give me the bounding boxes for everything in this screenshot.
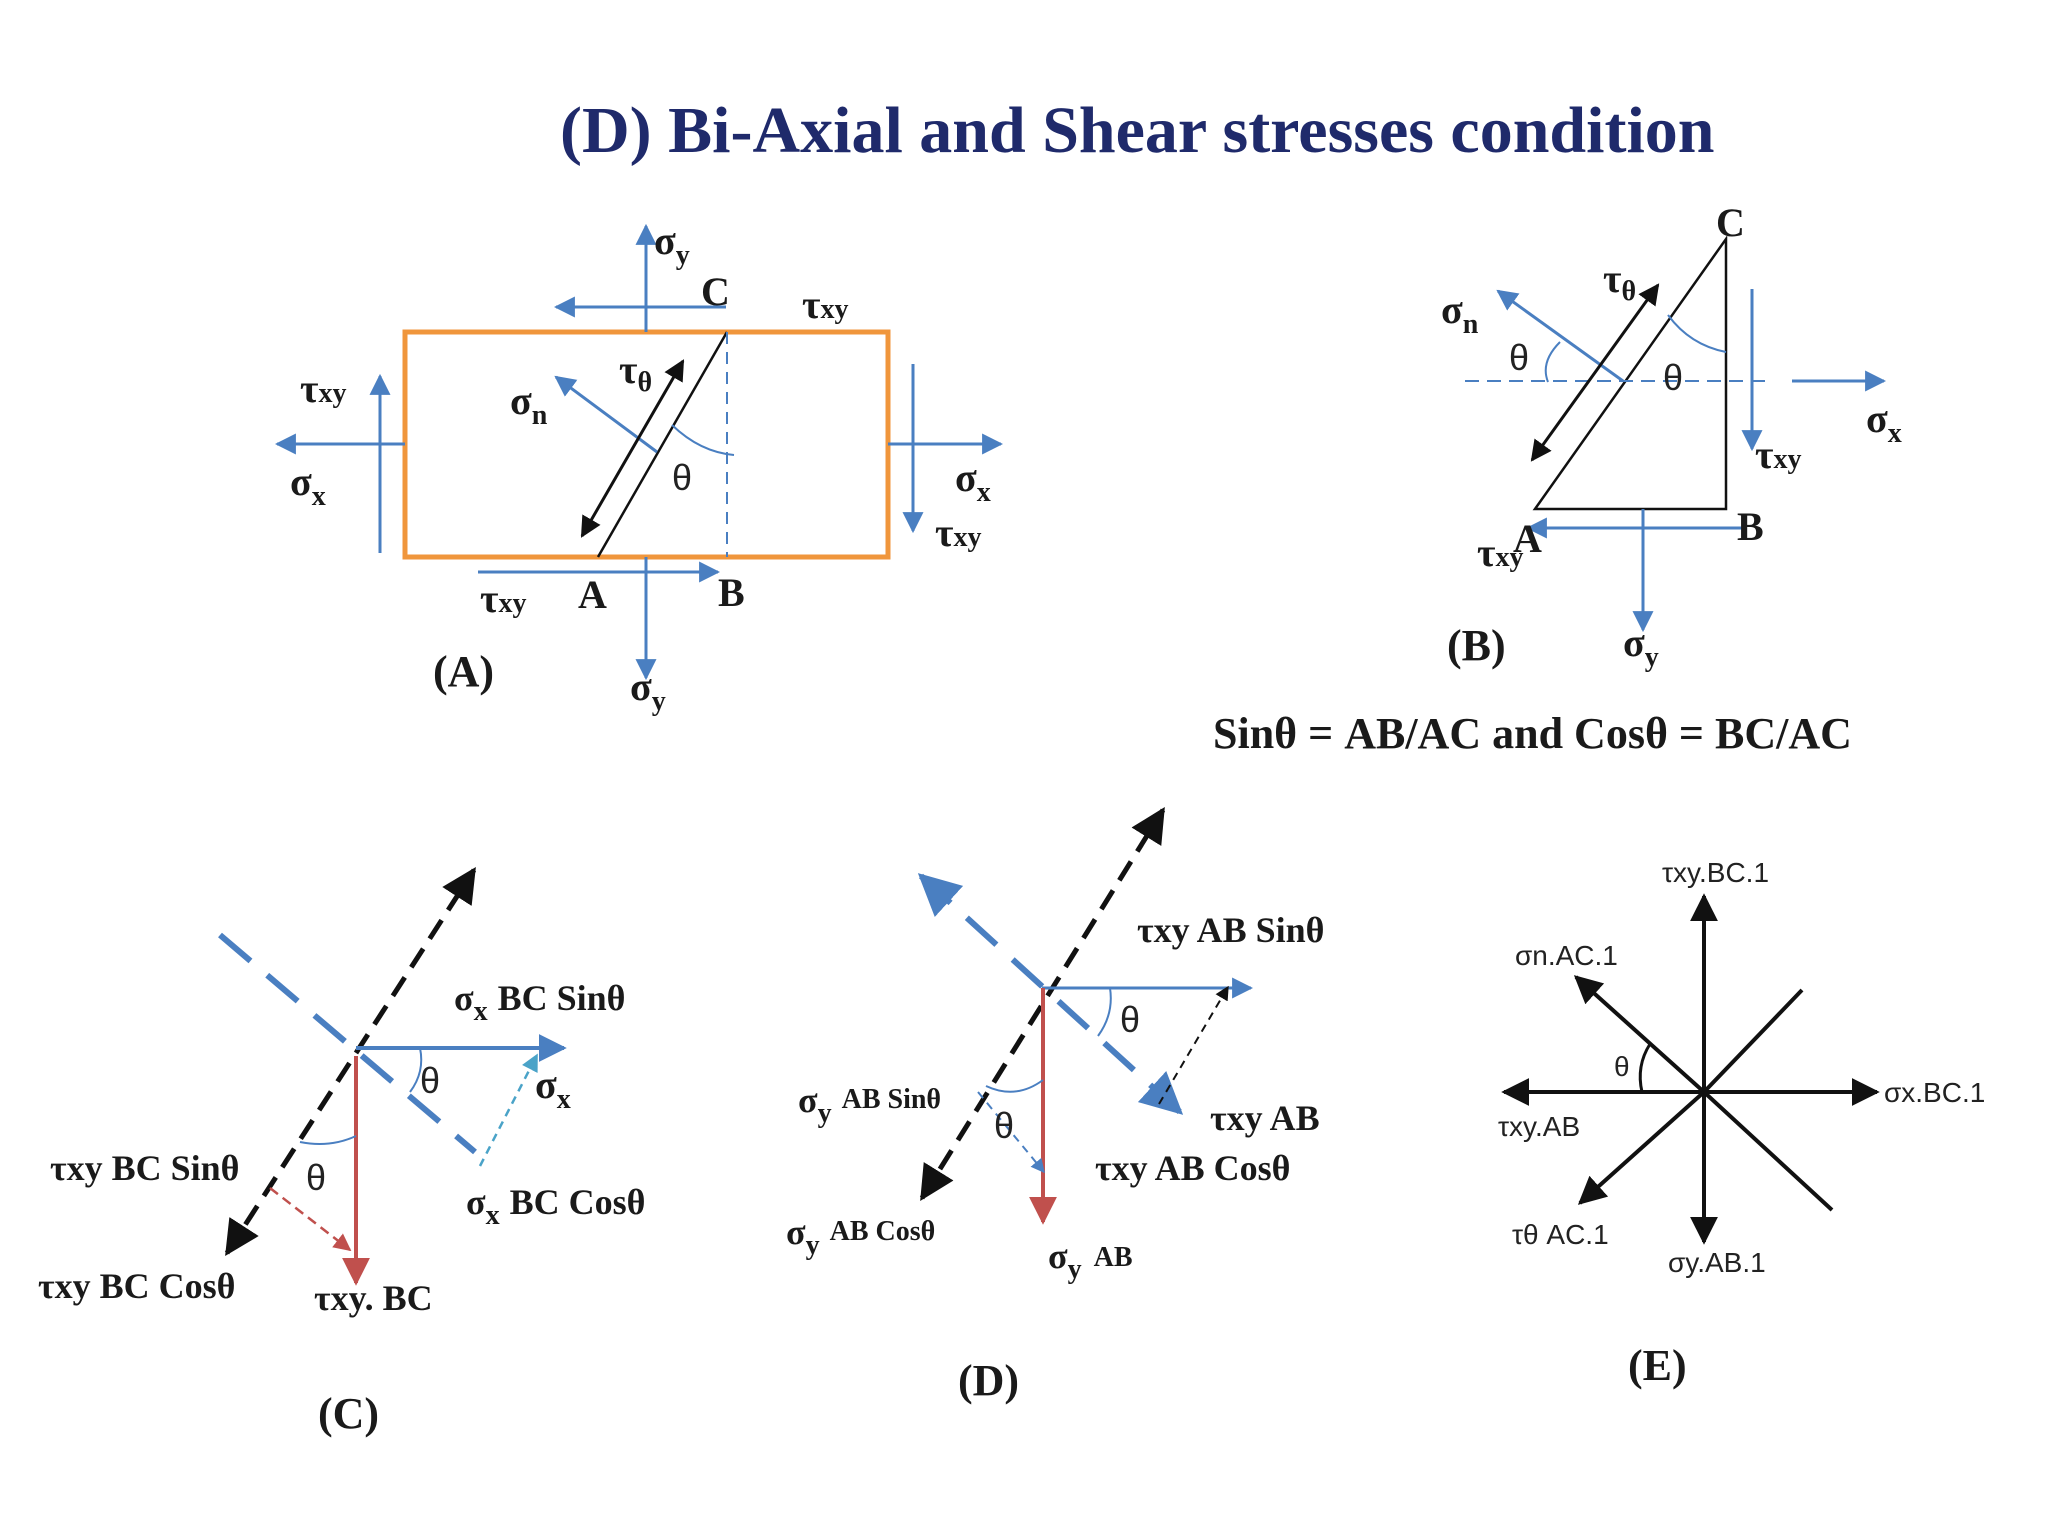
txy-ab-sin-label: τxy AB Sinθ [1137, 910, 1324, 950]
label-top: τxy.BC.1 [1662, 857, 1769, 888]
sigma-y-top-label: σy [654, 218, 690, 271]
txy-bc-sin-label: τxy BC Sinθ [50, 1148, 239, 1188]
panel-e: τxy.BC.1 σn.AC.1 θ σx.BC.1 τxy.AB τθ AC.… [1498, 857, 1985, 1390]
theta-arc-lower [985, 1079, 1044, 1093]
label-a-point: A [1513, 516, 1542, 561]
tau-xy-right-label: τxy [935, 510, 981, 555]
theta-upper-label: θ [420, 1060, 440, 1101]
label-c-point: C [701, 269, 730, 314]
sigma-x-label: σx [535, 1062, 571, 1115]
theta-arc-top [1667, 314, 1727, 353]
lower-left-arrow [1577, 1090, 1706, 1205]
plane-dashed-arrow [919, 807, 1166, 1201]
theta-lower-label: θ [306, 1157, 326, 1198]
txy-bc-label: τxy. BC [314, 1278, 433, 1318]
label-b-point: B [718, 570, 745, 615]
theta-arc [671, 424, 735, 456]
sigma-x-right-label: σx [955, 455, 991, 508]
plane-dashed-arrow [224, 867, 477, 1256]
theta-label: θ [1614, 1051, 1630, 1082]
caption-e: (E) [1628, 1341, 1687, 1390]
theta-arc-upper [1097, 987, 1112, 1037]
caption-d: (D) [958, 1356, 1019, 1405]
txy-bc-cos-label: τxy BC Cosθ [38, 1266, 235, 1306]
label-bottom: σy.AB.1 [1668, 1247, 1766, 1278]
label-b-point: B [1737, 504, 1764, 549]
txy-ab-label: τxy AB [1210, 1098, 1320, 1138]
tau-xy-bottom-label: τxy [1477, 530, 1523, 575]
label-lower-left: τθ AC.1 [1512, 1219, 1609, 1250]
sigma-x-label: σx [1866, 396, 1902, 449]
txy-ab-cos-label: τxy AB Cosθ [1095, 1148, 1290, 1188]
black-dashed-component [1158, 985, 1229, 1105]
sigma-n-label: σn [510, 378, 548, 431]
caption-a: (A) [433, 647, 494, 696]
tau-xy-left-label: τxy [300, 366, 346, 411]
tau-xy-right-label: τxy [1755, 432, 1801, 477]
sigma-y-label: σy [1623, 620, 1659, 673]
theta-arc-lower [299, 1135, 357, 1145]
label-left: τxy.AB [1498, 1111, 1580, 1142]
label-right: σx.BC.1 [1884, 1077, 1985, 1108]
theta-lower-label: θ [994, 1105, 1014, 1146]
tau-theta-double-arrow [1530, 283, 1660, 462]
trig-formula: Sinθ = AB/AC and Cosθ = BC/AC [1213, 709, 1852, 758]
theta-arc-left [1544, 341, 1561, 383]
tau-theta-double-arrow [580, 359, 685, 538]
panel-a: σy A C τxy τxy σx σn τθ θ σx τxy τxy A B… [274, 218, 1004, 717]
theta-arc [1638, 1043, 1652, 1093]
tau-theta-label: τθ [1603, 256, 1636, 307]
theta-left-label: θ [1509, 337, 1529, 378]
normal-dashed-line [218, 932, 477, 1155]
caption-c: (C) [318, 1389, 379, 1438]
diagonal-up-right [1702, 988, 1804, 1094]
tau-xy-top-label: τxy [802, 282, 848, 327]
teal-dashed-component [478, 1053, 539, 1167]
label-c-point: C [1716, 200, 1745, 245]
blue-dashed-component [977, 1091, 1045, 1174]
red-dashed-component [269, 1187, 352, 1252]
sigma-y-bottom-label: σy [630, 664, 666, 717]
page-title: (D) Bi-Axial and Shear stresses conditio… [560, 94, 1714, 167]
theta-upper-label: θ [1120, 999, 1140, 1040]
label-upper-left: σn.AC.1 [1515, 940, 1618, 971]
theta-arc-upper [409, 1047, 423, 1093]
tau-xy-bottom-label: τxy [480, 576, 526, 621]
theta-label: θ [672, 457, 692, 498]
theta-top-label: θ [1663, 357, 1683, 398]
caption-b: (B) [1447, 621, 1506, 670]
sigma-n-label: σn [1441, 287, 1479, 340]
tau-theta-label: τθ [619, 347, 652, 398]
upper-left-arrow [1573, 975, 1706, 1094]
label-a-point: A [578, 572, 607, 617]
diagonal-down-right [1702, 1090, 1834, 1212]
inclined-plane-ac [596, 331, 729, 558]
panel-b: C τθ σn θ θ σx τxy B τxy A σy (B) [1441, 200, 1902, 673]
sigma-x-left-label: σx [290, 459, 326, 512]
